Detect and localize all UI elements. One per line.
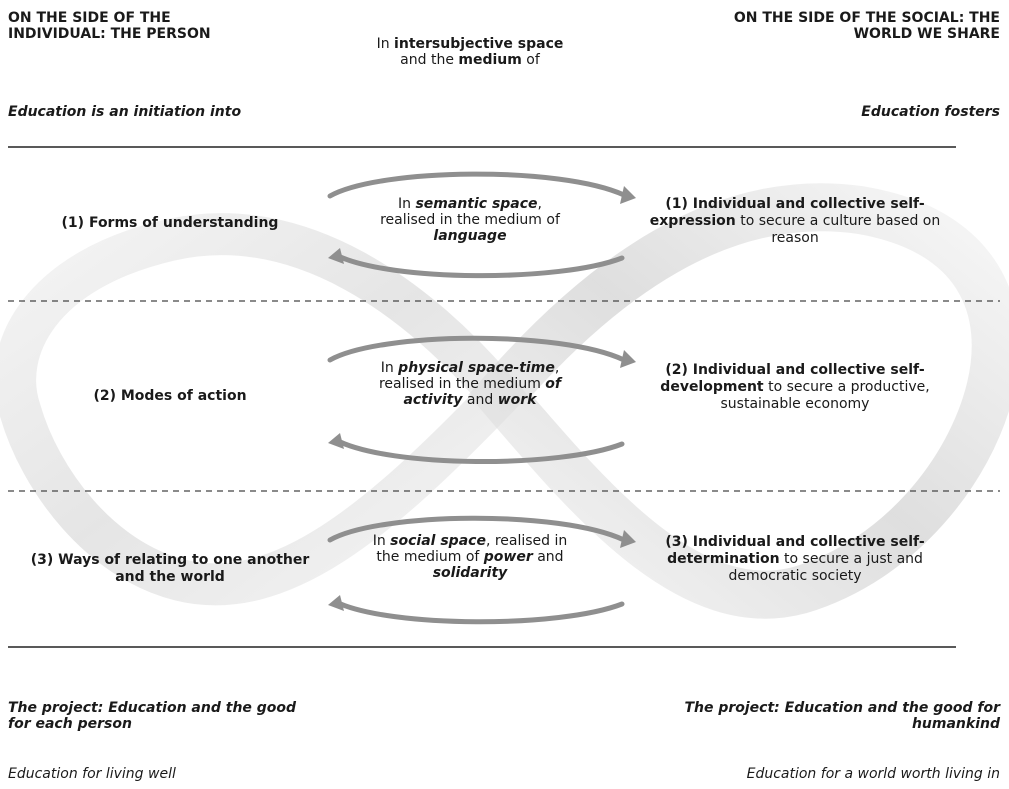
cycle-arrow-3 [327,515,627,625]
row-2-left-label: (2) Modes of action [93,388,247,404]
row-3-left-label: (3) Ways of relating to one another and … [30,552,310,585]
row-3-center-cell: In social space, realised in the medium … [372,533,568,581]
cycle-arrow-1 [327,171,627,279]
row-1-center-cell: In semantic space, realised in the mediu… [380,196,560,244]
row-1-right-cell: (1) Individual and collective self-expre… [649,196,941,246]
row-3-right-cell: (3) Individual and collective self-deter… [665,534,925,584]
cycle-arrow-1-tail [328,248,344,264]
cycle-arrow-3-tail [328,595,344,611]
cycle-arrow-2-head [620,350,636,368]
cycle-arrow-3-head [620,530,636,548]
center-header: In intersubjective space and the medium … [376,36,564,68]
row-2-center-cell: In physical space-time, realised in the … [378,360,561,408]
cycle-arrow-2-tail [328,433,344,449]
row-1-left-label: (1) Forms of understanding [61,215,279,231]
footer-right-project: The project: Education and the good for … [684,700,1000,732]
cycle-arrow-1-head [620,186,636,204]
right-header-title: ON THE SIDE OF THE SOCIAL: THE WORLD WE … [733,10,1000,42]
footer-right-tagline: Education for a world worth living in [746,766,1000,782]
row-2-right-cell: (2) Individual and collective self-devel… [660,362,930,412]
infinity-ribbon-left-loop [0,213,529,606]
infinity-ribbon-right-loop [468,183,1009,619]
left-header-subtitle: Education is an initiation into [8,104,242,120]
left-header-title: ON THE SIDE OF THE INDIVIDUAL: THE PERSO… [8,10,211,42]
footer-left-project: The project: Education and the good for … [8,700,297,732]
cycle-arrow-2 [327,335,627,464]
right-header-subtitle: Education fosters [861,104,1000,120]
footer-left-tagline: Education for living well [8,766,176,782]
